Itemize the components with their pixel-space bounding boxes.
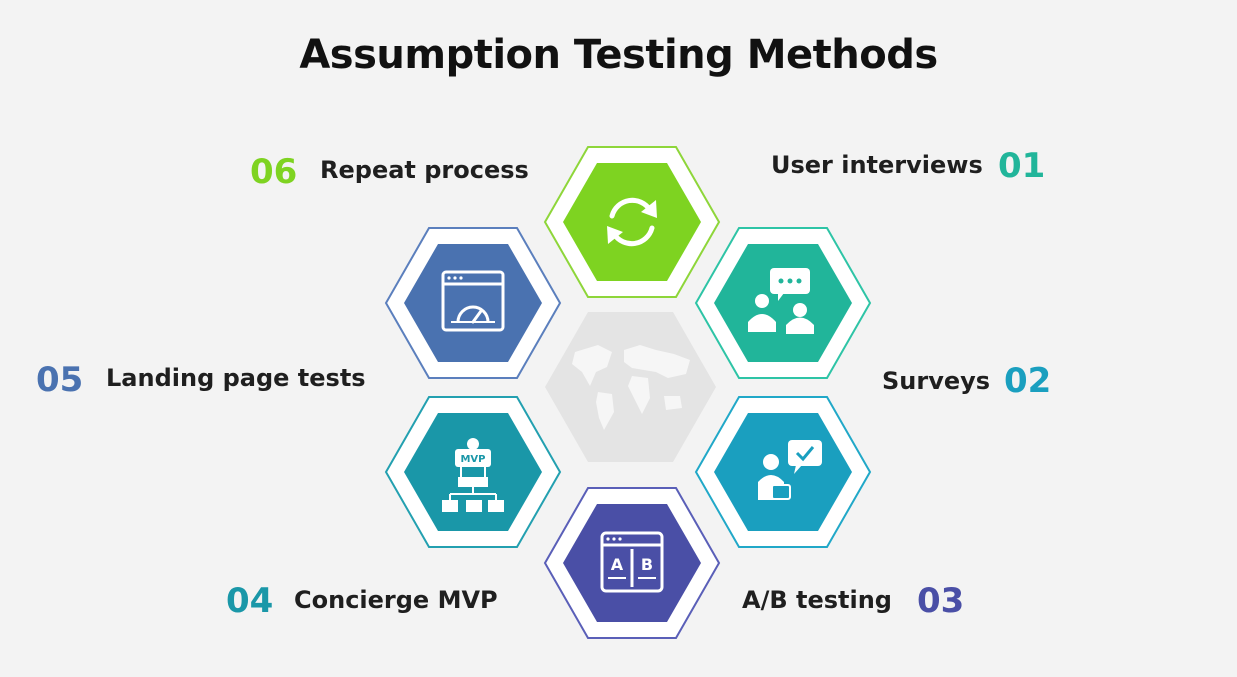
survey-icon [758,440,822,500]
hexagon-ab-testing: A B [543,487,721,639]
hexagon-repeat-process [543,146,721,298]
center-hexagon [545,312,716,462]
ab-icon-letter-a: A [611,555,624,574]
mvp-icon-label: MVP [460,454,485,465]
interview-icon [748,268,814,334]
step-number: 02 [1004,361,1052,401]
step-number: 06 [250,152,298,192]
step-number: 05 [36,360,84,400]
step-number: 04 [226,581,274,621]
hexagon-user-interviews [694,227,872,379]
ab-icon-letter-b: B [641,555,653,574]
step-label: Repeat process [320,156,529,184]
step-number: 01 [998,146,1046,186]
refresh-icon [607,197,657,247]
hexagon-surveys [694,396,872,548]
step-number: 03 [917,581,965,621]
ab-test-icon: A B [600,531,664,593]
hexagon-landing-page-tests [384,227,562,379]
step-label: A/B testing [742,586,892,614]
hexagon-concierge-mvp: MVP [384,396,562,548]
mvp-icon: MVP [442,438,504,512]
page-title: Assumption Testing Methods [299,32,938,78]
step-label: Concierge MVP [294,586,498,614]
step-label: Landing page tests [106,364,366,392]
dashboard-icon [441,270,505,332]
world-map-icon [572,345,690,430]
step-label: Surveys [882,367,991,395]
step-label: User interviews [771,151,983,179]
